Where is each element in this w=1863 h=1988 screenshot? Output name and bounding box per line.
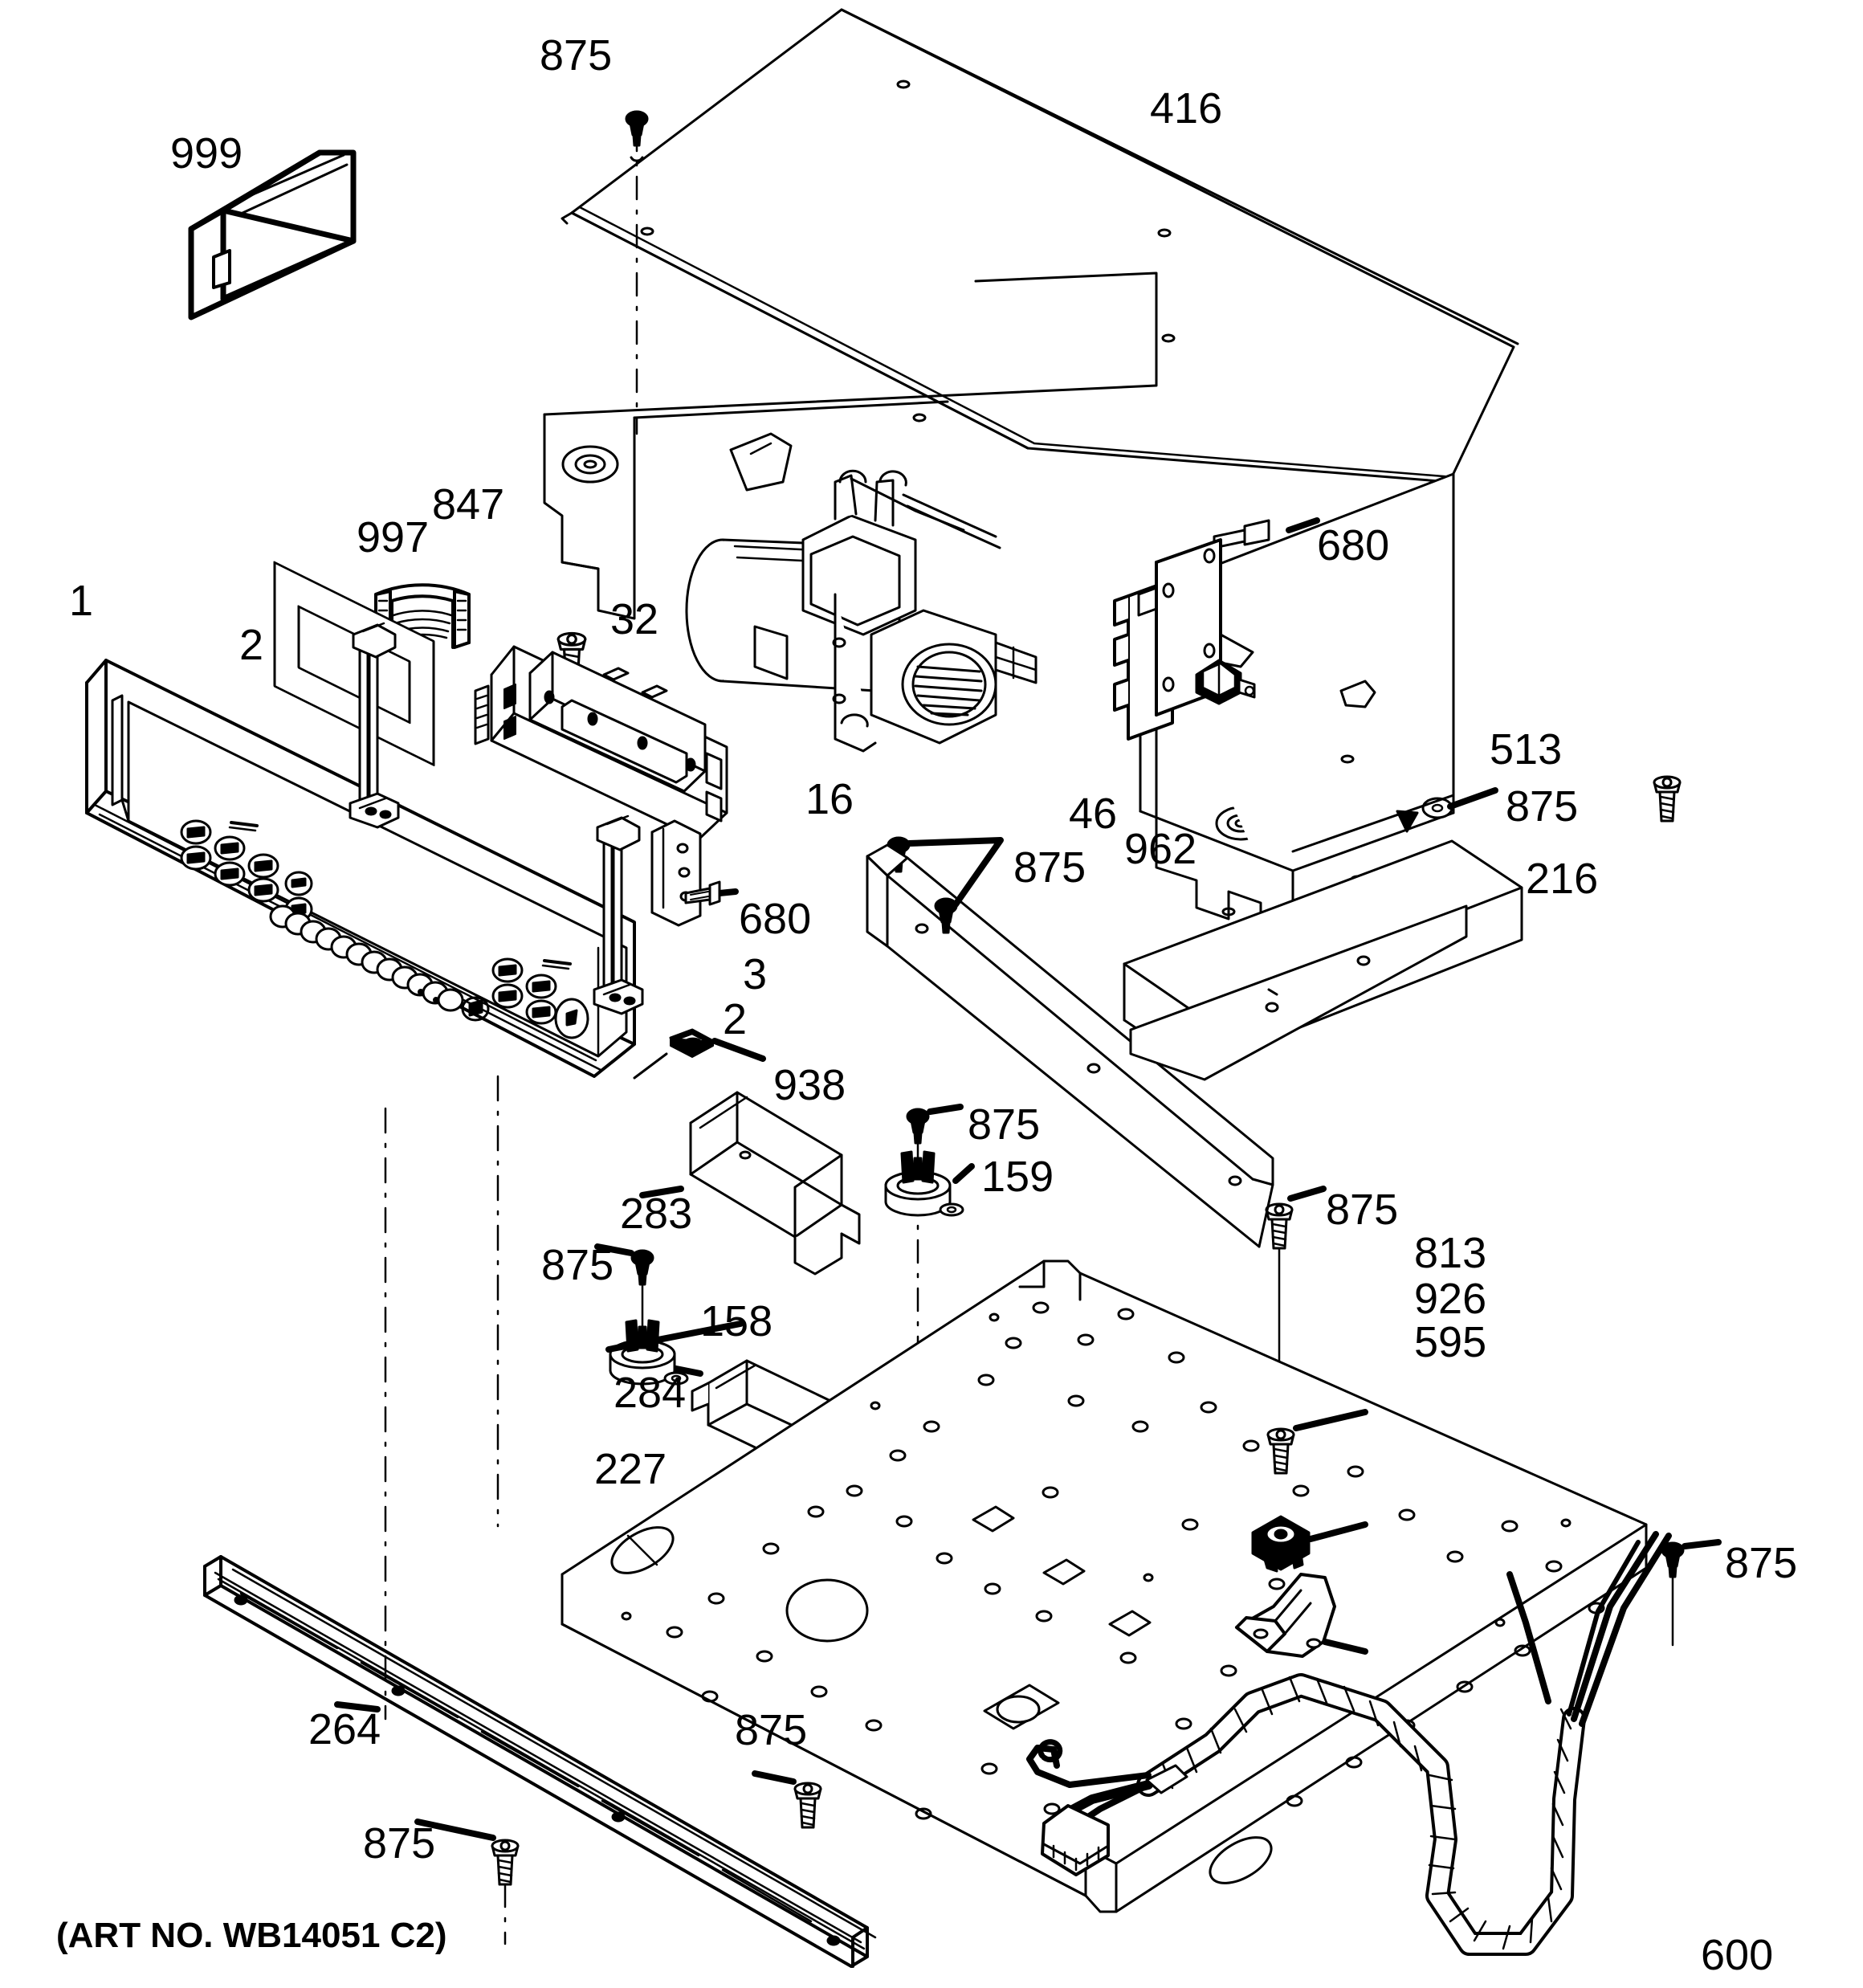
callout-875-rail-l: 875 <box>363 1819 436 1868</box>
callout-283: 283 <box>620 1190 693 1238</box>
callout-813: 813 <box>1414 1229 1487 1277</box>
callout-875-rail-r: 875 <box>735 1706 808 1754</box>
part-999-carton-box <box>188 149 357 320</box>
part-926-nut <box>1251 1515 1368 1573</box>
callout-875-283: 875 <box>968 1100 1041 1149</box>
callout-3: 3 <box>743 950 768 998</box>
callout-926: 926 <box>1414 1275 1487 1323</box>
part-595-cord-clamp <box>1235 1573 1368 1658</box>
callout-264: 264 <box>308 1705 381 1753</box>
part-680-screw-left <box>684 880 739 906</box>
art-number-label: (ART NO. WB14051 C2) <box>56 1916 447 1955</box>
part-32-magnetron-blower <box>685 469 1037 753</box>
callout-227: 227 <box>594 1445 667 1493</box>
part-962-connector <box>1195 659 1256 705</box>
part-2-hinge-bracket-upper <box>349 622 400 829</box>
control-panel-left-buttons <box>180 819 313 922</box>
part-264-angle-rail <box>203 1555 877 1968</box>
callout-16: 16 <box>805 775 854 823</box>
part-216-duct-shelf <box>1123 839 1523 1081</box>
callout-875-cord: 875 <box>1725 1539 1798 1587</box>
part-680-screw-right <box>1213 517 1320 549</box>
callout-999: 999 <box>170 129 243 178</box>
part-16-control-board <box>490 645 728 841</box>
callout-875-top: 875 <box>540 31 613 80</box>
callout-997: 997 <box>357 513 430 561</box>
part-938-clip <box>633 1028 766 1080</box>
part-bracket-rail-mid <box>866 843 1274 1248</box>
part-227-base-plate <box>561 1259 1648 1913</box>
callout-513: 513 <box>1490 725 1563 774</box>
callout-847: 847 <box>432 480 505 529</box>
callout-2-lower: 2 <box>723 995 748 1043</box>
callout-158: 158 <box>700 1297 773 1345</box>
callout-159: 159 <box>981 1153 1054 1201</box>
callout-875-158: 875 <box>541 1241 614 1289</box>
control-panel-display <box>273 561 435 766</box>
part-connector-block <box>474 684 490 745</box>
callout-680-right: 680 <box>1317 521 1390 569</box>
callout-875-595: 875 <box>1326 1186 1399 1234</box>
part-3-mounting-plate-small <box>650 819 702 927</box>
callout-32: 32 <box>610 595 659 643</box>
callout-938: 938 <box>773 1061 846 1109</box>
callout-284: 284 <box>614 1369 687 1417</box>
control-panel-keypad <box>269 904 490 1022</box>
callout-46: 46 <box>1069 790 1118 838</box>
part-158-thermostat <box>605 1319 744 1386</box>
part-2-hinge-bracket-lower <box>593 814 644 1015</box>
part-600-power-cord <box>1026 1531 1672 1956</box>
part-283-bracket-upper <box>639 1091 861 1276</box>
part-416-top-cover <box>561 8 1519 484</box>
callout-680-left: 680 <box>739 895 812 943</box>
part-159-thermostat <box>884 1150 975 1217</box>
part-1-control-panel <box>85 561 636 1078</box>
control-panel-right-buttons <box>491 957 589 1039</box>
part-813-screw <box>1266 1409 1368 1475</box>
callout-600: 600 <box>1701 1931 1774 1979</box>
callout-962: 962 <box>1124 825 1197 873</box>
callout-2-upper: 2 <box>239 621 264 669</box>
callout-875-right: 875 <box>1506 782 1579 831</box>
callout-595: 595 <box>1414 1318 1487 1366</box>
callout-875-mid: 875 <box>1013 843 1086 892</box>
callout-216: 216 <box>1526 855 1599 903</box>
callout-416: 416 <box>1150 84 1223 133</box>
callout-1: 1 <box>69 577 94 625</box>
